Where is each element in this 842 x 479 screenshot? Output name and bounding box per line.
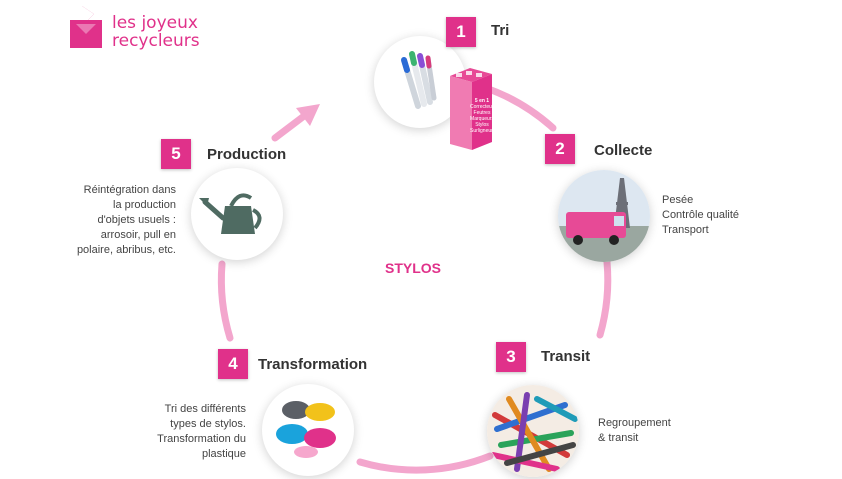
box-label-line: Feutres bbox=[473, 110, 491, 116]
step-1-title: Tri bbox=[491, 22, 510, 39]
description-line: plastique bbox=[201, 448, 246, 460]
ring-segment-tri-collecte bbox=[482, 84, 557, 132]
powder-image bbox=[262, 384, 354, 476]
step-5-number: 5 bbox=[161, 139, 191, 169]
step-3-title: Transit bbox=[541, 348, 591, 365]
van-eiffel-icon bbox=[558, 170, 650, 262]
step-5-title: Production bbox=[207, 146, 287, 163]
description-line: Pesée bbox=[662, 194, 694, 206]
powder-icon bbox=[276, 401, 336, 458]
pens-icon bbox=[401, 51, 437, 109]
arrow-icon bbox=[271, 104, 320, 142]
description-line: d'objets usuels : bbox=[97, 214, 176, 226]
step-3-number: 3 bbox=[496, 342, 526, 372]
ring-segment-transit-transformation bbox=[356, 452, 494, 474]
step-2-number: 2 bbox=[545, 134, 575, 164]
ring-segment-transformation-production bbox=[217, 260, 234, 342]
description-line: polaire, abribus, etc. bbox=[76, 244, 176, 256]
box-label-line: Stylos bbox=[475, 122, 489, 128]
step-3-description: Regroupement & transit bbox=[598, 416, 671, 446]
description-line: Regroupement bbox=[598, 417, 671, 429]
markers-image bbox=[487, 385, 579, 477]
brand-logo: les joyeux recycleurs bbox=[68, 6, 208, 56]
brand-line1: les joyeux bbox=[112, 13, 198, 33]
description-line: Réintégration dans bbox=[83, 184, 176, 196]
description-line: & transit bbox=[598, 432, 639, 444]
center-label: STYLOS bbox=[385, 260, 442, 276]
pens-image bbox=[374, 36, 466, 128]
description-line: la production bbox=[113, 199, 176, 211]
description-line: Contrôle qualité bbox=[662, 209, 740, 221]
box-label-line: Surligneurs bbox=[470, 128, 496, 134]
watering-can-image bbox=[191, 168, 283, 260]
step-5-description: Réintégration dans la production d'objet… bbox=[44, 183, 176, 258]
step-1-number: 1 bbox=[446, 17, 476, 47]
description-line: Tri des différents bbox=[164, 403, 246, 415]
collection-box-label: 5 en 1 Correcteurs Feutres Marqueurs Sty… bbox=[470, 98, 497, 134]
box-label-line: Marqueurs bbox=[470, 116, 494, 122]
brand-line2: recycleurs bbox=[112, 31, 200, 51]
description-line: Transport bbox=[662, 224, 709, 236]
step-2-title: Collecte bbox=[594, 142, 653, 159]
description-line: arrosoir, pull en bbox=[100, 229, 176, 241]
ring-segment-collecte-transit bbox=[596, 258, 612, 339]
van-image bbox=[558, 170, 650, 262]
step-4-description: Tri des différents types de stylos. Tran… bbox=[128, 402, 246, 462]
logo-box-icon bbox=[70, 6, 102, 48]
box-label-line: Correcteurs bbox=[470, 104, 497, 110]
collection-box-icon bbox=[450, 68, 492, 150]
step-4-number: 4 bbox=[218, 349, 248, 379]
description-line: types de stylos. bbox=[170, 418, 246, 430]
watering-can-icon bbox=[199, 193, 262, 234]
markers-icon bbox=[487, 385, 579, 477]
step-2-description: Pesée Contrôle qualité Transport bbox=[662, 193, 739, 238]
step-4-title: Transformation bbox=[258, 356, 368, 373]
description-line: Transformation du bbox=[157, 433, 246, 445]
box-label-line: 5 en 1 bbox=[474, 98, 490, 104]
